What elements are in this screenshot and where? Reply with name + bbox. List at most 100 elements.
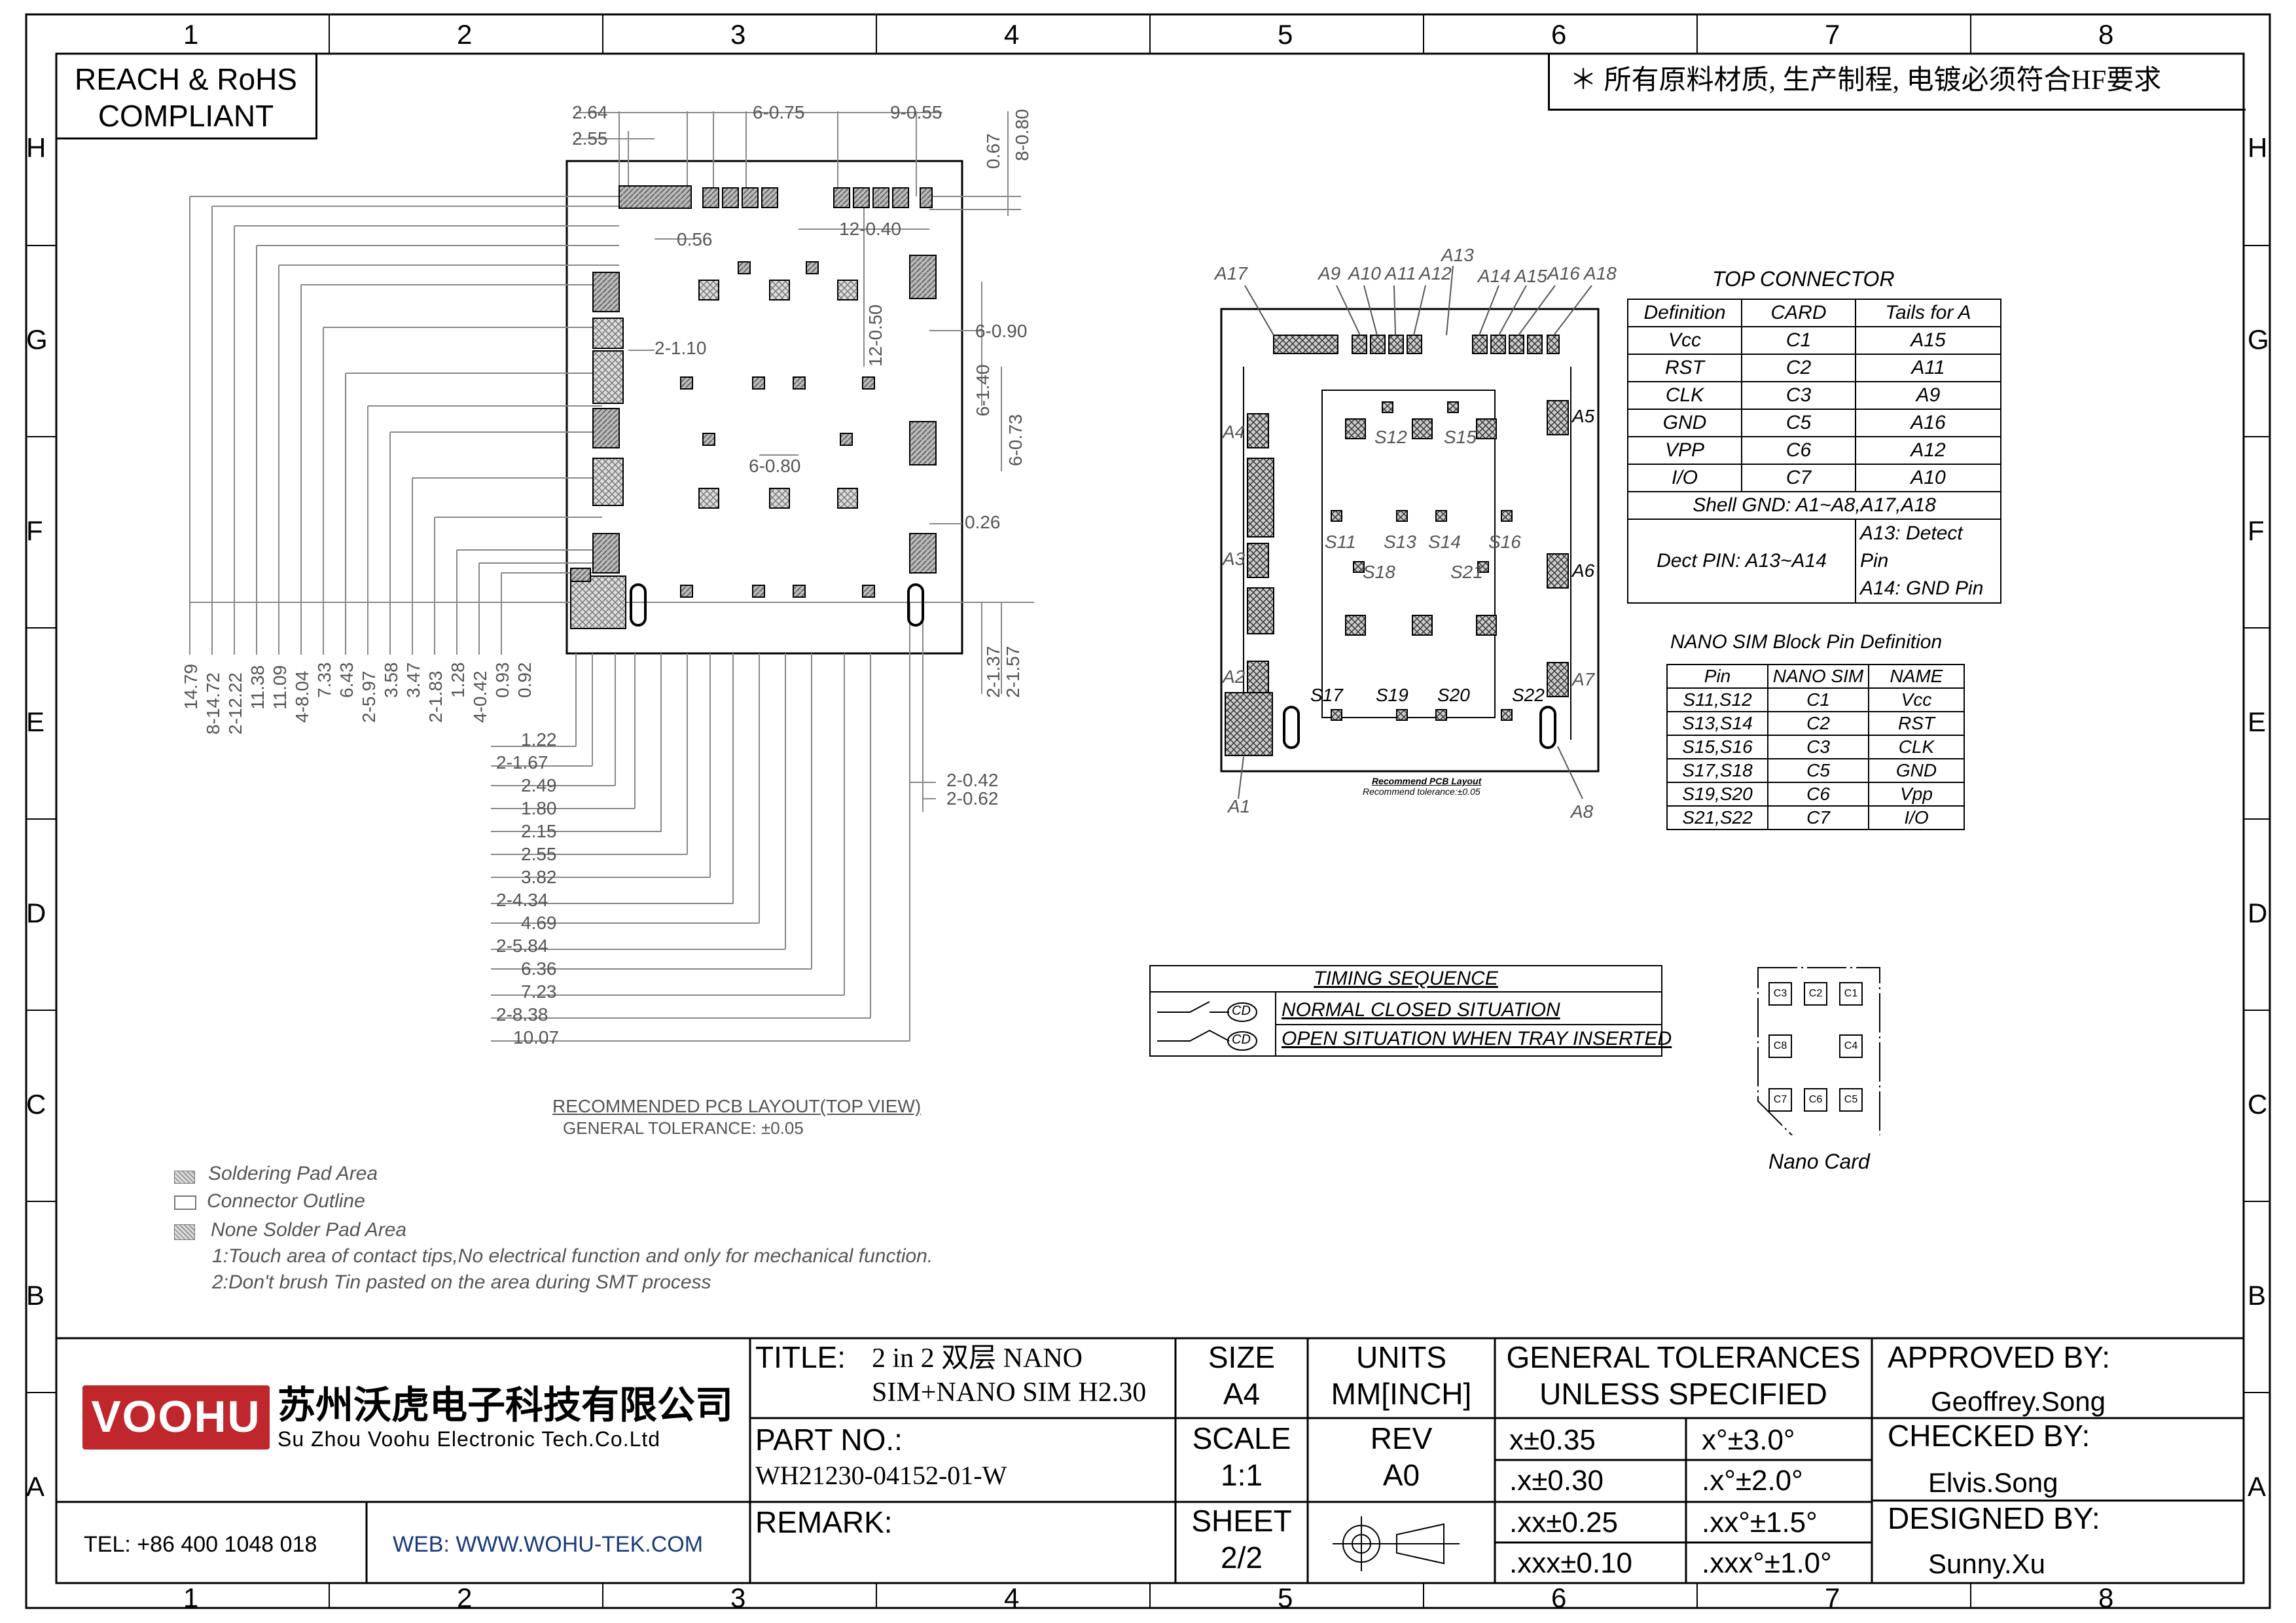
sim-pin-label: S20	[1437, 685, 1470, 705]
dimension-text: 6-0.90	[975, 321, 1028, 341]
dimension-text: 4-8.04	[292, 670, 312, 723]
table-cell: Vcc	[1868, 687, 1965, 712]
dimension-text: 2-5.84	[496, 936, 548, 956]
scale-label: SCALE	[1192, 1421, 1291, 1455]
unless-specified: UNLESS SPECIFIED	[1539, 1377, 1827, 1411]
checked-label: CHECKED BY:	[1888, 1419, 2090, 1453]
hf-note-box: ＊ 所有原料材质, 生产制程, 电镀必须符合HF要求	[1548, 54, 2246, 111]
dimension-text: 7.23	[521, 981, 557, 1002]
table-cell: GND	[1627, 409, 1742, 437]
cd-symbol: CD	[1232, 1004, 1251, 1018]
nano-card-caption: Nano Card	[1768, 1150, 1870, 1173]
table-header: Definition	[1627, 299, 1742, 327]
tolerance-value: .x°±2.0°	[1702, 1465, 1803, 1497]
pin-label: A5	[1572, 406, 1595, 426]
hf-note: ＊ 所有原料材质, 生产制程, 电镀必须符合HF要求	[1570, 65, 2162, 96]
pin-label: A8	[1571, 801, 1594, 822]
legend-item: None Solder Pad Area	[211, 1219, 407, 1241]
size-value: A4	[1223, 1377, 1261, 1411]
dimension-text: 2-12.22	[225, 672, 245, 735]
company-web[interactable]: WEB: WWW.WOHU-TEK.COM	[393, 1532, 704, 1557]
designed-label: DESIGNED BY:	[1888, 1501, 2100, 1535]
tolerance-value: .x±0.30	[1509, 1465, 1604, 1497]
dimension-text: 12-0.40	[839, 219, 901, 239]
sim-pin-label: S13	[1384, 532, 1416, 552]
row-label: G	[2248, 324, 2269, 355]
dimension-text: 2-1.67	[496, 752, 548, 773]
table-cell: C7	[1741, 464, 1856, 492]
dimension-text: 1.80	[521, 798, 557, 818]
column-label: 7	[1825, 1582, 1840, 1613]
column-label: 4	[1004, 19, 1020, 50]
logo-text: VOOHU	[91, 1392, 261, 1442]
dimension-text: 6.43	[336, 662, 357, 699]
sheet-value: 2/2	[1221, 1541, 1263, 1575]
row-label: F	[26, 515, 43, 546]
sim-pin-label: S19	[1376, 685, 1408, 705]
table-cell: C5	[1741, 409, 1856, 437]
remark-label: REMARK:	[755, 1505, 893, 1539]
row-label: H	[2248, 132, 2268, 163]
dimension-text: 0.93	[492, 662, 512, 699]
table-cell: C7	[1767, 805, 1869, 830]
sim-pin-label: S12	[1374, 427, 1407, 447]
legend-item: Soldering Pad Area	[208, 1163, 378, 1184]
row-label: H	[26, 132, 46, 163]
column-label: 7	[1825, 19, 1840, 50]
table-cell: A11	[1855, 354, 2001, 382]
row-label: B	[2248, 1280, 2267, 1311]
row-label: E	[26, 706, 45, 737]
dimension-text: 8-0.80	[1012, 109, 1032, 161]
table-cell: Vcc	[1627, 326, 1742, 355]
sim-pin-label: S14	[1428, 532, 1461, 552]
row-label: B	[26, 1280, 45, 1311]
sheet-label: SHEET	[1191, 1504, 1292, 1538]
column-label: 5	[1278, 1582, 1293, 1613]
sim-pin-label: S18	[1363, 562, 1395, 582]
sim-pin-label: S16	[1488, 532, 1521, 552]
size-label: SIZE	[1208, 1340, 1276, 1374]
row-label: E	[2248, 706, 2267, 737]
none-solder-pad-swatch	[174, 1224, 195, 1240]
column-label: 2	[457, 19, 473, 50]
dimension-text: 2.55	[572, 128, 608, 149]
part-no-label: PART NO.:	[755, 1423, 903, 1457]
pin-label: A15	[1515, 266, 1547, 286]
table-cell: S13,S14	[1666, 711, 1768, 736]
dimension-text: 2.15	[521, 821, 557, 841]
switch-icon	[1157, 1001, 1257, 1051]
pin-label: A11	[1385, 263, 1416, 283]
nano-card-contact: C3	[1768, 982, 1792, 1006]
row-label: A	[2248, 1471, 2267, 1502]
dimension-text: 3.82	[521, 867, 557, 887]
pin-label: A9	[1318, 263, 1341, 283]
pin-label: A7	[1572, 669, 1595, 689]
connector-caption: Recommend PCB Layout	[1372, 776, 1482, 786]
table-cell: A10	[1855, 464, 2001, 492]
nano-card-contact: C7	[1768, 1088, 1792, 1112]
row-label: C	[2248, 1089, 2268, 1120]
dimension-text: 2-1.57	[1003, 646, 1023, 698]
tolerance-value: .xxx°±1.0°	[1702, 1547, 1832, 1579]
rev-label: REV	[1370, 1421, 1433, 1455]
table-cell: CLK	[1868, 735, 1965, 759]
timing-row: NORMAL CLOSED SITUATION	[1282, 999, 1560, 1021]
column-label: 8	[2098, 19, 2114, 50]
dimension-text: 6.36	[521, 958, 557, 979]
pin-label: A3	[1223, 549, 1246, 569]
table-header: CARD	[1741, 299, 1856, 327]
table-cell: S21,S22	[1666, 805, 1768, 830]
dimension-text: 2-0.62	[946, 788, 999, 809]
legend-note: 2:Don't brush Tin pasted on the area dur…	[212, 1271, 711, 1293]
pin-label: A12	[1419, 263, 1452, 283]
pin-label: A10	[1348, 263, 1381, 283]
dimension-text: 0.67	[983, 133, 1003, 170]
pin-label: A6	[1572, 560, 1595, 581]
dimension-text: 6-0.75	[753, 102, 805, 122]
